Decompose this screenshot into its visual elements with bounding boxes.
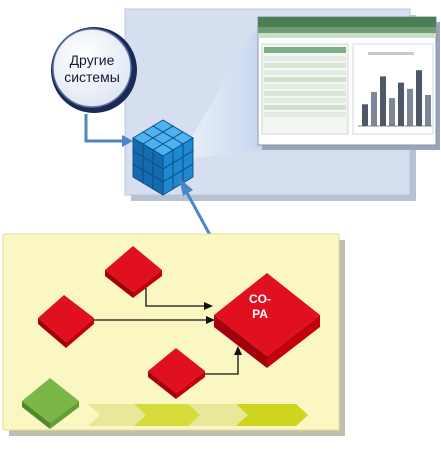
red-box-bottom xyxy=(148,348,205,399)
process-chevron-strip xyxy=(88,404,308,426)
screenshot-chart-bar xyxy=(389,98,395,126)
other-systems-label-line2: системы xyxy=(64,69,120,85)
screenshot-chart-bar xyxy=(371,91,377,126)
connector-arrow-other-systems xyxy=(84,114,123,143)
red-box-top xyxy=(105,246,162,298)
cube-cell xyxy=(152,175,164,196)
other-systems-label-line1: Другие xyxy=(70,52,115,68)
process-connectors xyxy=(94,288,242,375)
screenshot-chart-bar xyxy=(416,70,422,126)
red-box-left xyxy=(38,295,94,348)
screenshot-chart-bar xyxy=(425,95,431,126)
process-chevron xyxy=(134,404,206,426)
copa-label-line1: CO- xyxy=(249,292,271,306)
olap-cube-icon xyxy=(132,119,194,196)
green-box xyxy=(22,378,79,429)
copa-box: CO- PA xyxy=(214,273,320,368)
report-screenshot-icon xyxy=(257,16,440,150)
screenshot-bar-chart xyxy=(358,70,432,127)
screenshot-chart-bar xyxy=(398,82,404,126)
screenshot-table xyxy=(261,43,349,135)
connector-arrowhead-copa-to-cube xyxy=(179,178,193,196)
screenshot-chart-bar xyxy=(407,88,413,126)
screenshot-chart-bar xyxy=(362,104,368,126)
other-systems-bubble: Другие системы xyxy=(51,27,137,113)
copa-label-line2: PA xyxy=(252,307,268,321)
screenshot-chart-bar xyxy=(380,76,386,126)
connector-arrowhead-other-systems xyxy=(122,135,133,147)
process-chevron xyxy=(236,404,308,426)
